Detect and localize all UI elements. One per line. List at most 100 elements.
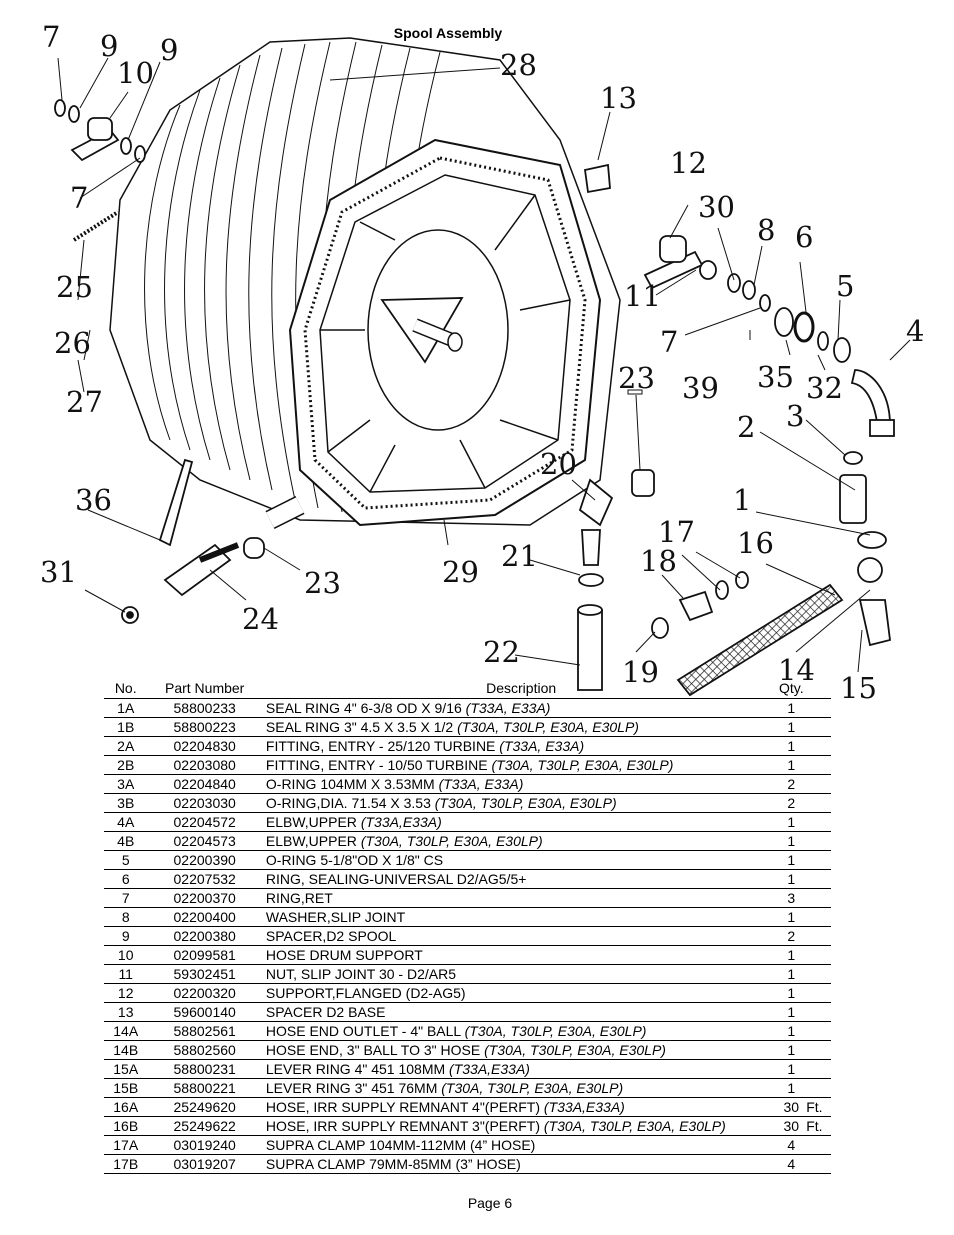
- cell-no: 16A: [104, 1097, 148, 1117]
- column-header-unit: [806, 678, 831, 699]
- cell-unit: [806, 983, 831, 1003]
- cell-unit: [806, 793, 831, 813]
- callout-label: 21: [501, 539, 538, 573]
- cell-qty: 1: [776, 698, 807, 718]
- description-text: LEVER RING 4" 451 108MM: [265, 1061, 450, 1077]
- callout-label: 36: [75, 483, 112, 517]
- callout-label: 4: [906, 314, 924, 348]
- description-text: RING,RET: [265, 890, 333, 906]
- table-header-row: No. Part Number Description Qty.: [104, 678, 831, 699]
- model-note: (T33A,E33A): [360, 814, 442, 830]
- cell-qty: 1: [776, 1059, 807, 1079]
- callout-label: 7: [42, 20, 60, 54]
- cell-part-number: 25249620: [147, 1097, 262, 1117]
- description-text: ELBW,UPPER: [265, 814, 361, 830]
- description-text: HOSE, IRR SUPPLY REMNANT 3"(PERFT): [265, 1118, 544, 1134]
- column-header-part-number: Part Number: [147, 678, 262, 699]
- cell-description: FITTING, ENTRY - 10/50 TURBINE (T30A, T3…: [261, 755, 777, 775]
- description-text: HOSE END, 3" BALL TO 3" HOSE: [265, 1042, 485, 1058]
- callout-label: 2: [737, 410, 755, 444]
- cell-description: FITTING, ENTRY - 25/120 TURBINE (T33A, E…: [261, 736, 777, 756]
- cell-description: LEVER RING 3" 451 76MM (T30A, T30LP, E30…: [261, 1078, 777, 1098]
- cell-unit: [806, 698, 831, 718]
- cell-no: 9: [104, 926, 148, 946]
- cell-description: SEAL RING 4" 6-3/8 OD X 9/16 (T33A, E33A…: [261, 698, 777, 718]
- callout-label: 11: [624, 279, 661, 313]
- description-text: WASHER,SLIP JOINT: [265, 909, 406, 925]
- description-text: SEAL RING 3" 4.5 X 3.5 X 1/2: [265, 719, 458, 735]
- cell-qty: 1: [776, 717, 807, 737]
- model-note: (T33A,E33A): [543, 1099, 625, 1115]
- model-note: (T30A, T30LP, E30A, E30LP): [484, 1042, 666, 1058]
- callout-label: 15: [840, 671, 877, 700]
- model-note: (T30A, T30LP, E30A, E30LP): [441, 1080, 624, 1096]
- cell-qty: 2: [776, 774, 807, 794]
- cell-qty: 3: [776, 888, 807, 908]
- model-note: (T33A, E33A): [465, 700, 551, 716]
- cell-description: ELBW,UPPER (T33A,E33A): [261, 812, 777, 832]
- cell-unit: [806, 1135, 831, 1155]
- description-text: HOSE END OUTLET - 4" BALL: [265, 1023, 465, 1039]
- callout-label: 20: [540, 447, 577, 481]
- cell-description: SUPRA CLAMP 104MM-112MM (4” HOSE): [261, 1135, 777, 1155]
- cell-qty: 1: [776, 850, 807, 870]
- description-text: O-RING 104MM X 3.53MM: [265, 776, 439, 792]
- model-note: (T30A, T30LP, E30A, E30LP): [434, 795, 617, 811]
- cell-unit: Ft.: [806, 1116, 831, 1136]
- cell-unit: [806, 1021, 831, 1041]
- description-text: FITTING, ENTRY - 25/120 TURBINE: [265, 738, 500, 754]
- cell-qty: 1: [776, 907, 807, 927]
- cell-no: 15B: [104, 1078, 148, 1098]
- model-note: (T33A, E33A): [499, 738, 585, 754]
- callout-numbers: 7 9 10 9 28 13 12 30 8 6 5 4 11 7 39 35 …: [40, 20, 924, 700]
- page-number: Page 6: [467, 1195, 513, 1211]
- cell-qty: 1: [776, 983, 807, 1003]
- cell-description: ELBW,UPPER (T30A, T30LP, E30A, E30LP): [261, 831, 777, 851]
- cell-no: 16B: [104, 1116, 148, 1136]
- cell-unit: [806, 907, 831, 927]
- description-text: ELBW,UPPER: [265, 833, 361, 849]
- cell-unit: [806, 1040, 831, 1060]
- cell-description: LEVER RING 4" 451 108MM (T33A,E33A): [261, 1059, 777, 1079]
- cell-unit: [806, 812, 831, 832]
- callout-label: 39: [682, 371, 719, 405]
- cell-part-number: 58802560: [147, 1040, 262, 1060]
- callout-label: 31: [40, 555, 77, 589]
- cell-qty: 1: [776, 964, 807, 984]
- cell-part-number: 02099581: [147, 945, 262, 965]
- hose-drum: [109, 37, 621, 529]
- callout-label: 12: [670, 146, 707, 180]
- cell-part-number: 02200320: [147, 983, 262, 1003]
- cell-part-number: 58800233: [147, 698, 262, 718]
- callout-label: 9: [100, 29, 118, 63]
- cell-part-number: 03019207: [147, 1154, 262, 1174]
- small-parts: [54, 99, 895, 697]
- description-text: FITTING, ENTRY - 10/50 TURBINE: [265, 757, 492, 773]
- cell-qty: 30: [776, 1116, 807, 1136]
- model-note: (T30A, T30LP, E30A, E30LP): [543, 1118, 726, 1134]
- cell-part-number: 02203030: [147, 793, 262, 813]
- cell-no: 4A: [104, 812, 148, 832]
- cell-no: 2B: [104, 755, 148, 775]
- cell-qty: 4: [776, 1135, 807, 1155]
- cell-qty: 2: [776, 926, 807, 946]
- cell-qty: 1: [776, 1078, 807, 1098]
- callout-label: 17: [658, 515, 695, 549]
- cell-description: O-RING,DIA. 71.54 X 3.53 (T30A, T30LP, E…: [261, 793, 777, 813]
- callout-label: 6: [795, 220, 813, 254]
- cell-no: 7: [104, 888, 148, 908]
- cell-part-number: 02203080: [147, 755, 262, 775]
- cell-part-number: 02200400: [147, 907, 262, 927]
